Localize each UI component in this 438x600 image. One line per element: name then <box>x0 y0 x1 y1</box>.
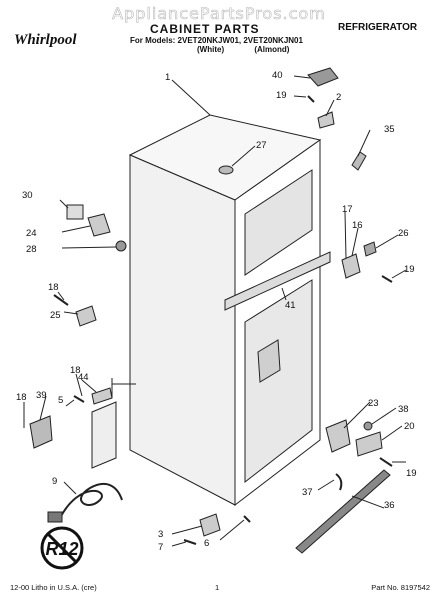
callout-28: 28 <box>26 244 37 255</box>
callout-25: 25 <box>50 310 61 321</box>
callout-6: 6 <box>204 538 209 549</box>
hinge-part-25 <box>75 305 97 327</box>
washer-part-38 <box>363 421 373 431</box>
callout-19-top: 19 <box>276 90 287 101</box>
callout-18-lower: 18 <box>16 392 27 403</box>
r12-badge: R12 <box>40 526 84 570</box>
hinge-part-16 <box>341 253 361 279</box>
watermark: AppliancePartsPros.com <box>112 4 326 24</box>
callout-1: 1 <box>165 72 170 83</box>
power-cord-part-9 <box>59 482 123 519</box>
callout-3: 3 <box>158 529 163 540</box>
freezer-opening <box>244 169 313 276</box>
callout-36: 36 <box>384 500 395 511</box>
callout-35: 35 <box>384 124 395 135</box>
cover-bracket <box>91 401 117 469</box>
footer-litho: 12-00 Litho in U.S.A. (cre) <box>10 583 97 592</box>
color-white: (White) <box>197 45 225 54</box>
crisper-cavity <box>257 339 281 383</box>
bracket-part-24 <box>87 213 111 237</box>
callout-2: 2 <box>336 92 341 103</box>
divider-bar <box>224 251 331 311</box>
callout-7: 7 <box>158 542 163 553</box>
bracket-part-30 <box>66 204 84 220</box>
callout-18-middle: 18 <box>70 365 81 376</box>
color-almond: (Almond) <box>254 45 290 54</box>
callout-24: 24 <box>26 228 37 239</box>
callout-19-bottom: 19 <box>406 468 417 479</box>
bracket-part-20 <box>355 431 383 457</box>
plug-part-27 <box>218 165 234 175</box>
plug <box>47 511 63 523</box>
cabinet-side <box>129 154 236 506</box>
footer-part-number: Part No. 8197542 <box>371 583 430 592</box>
r12-badge-text: R12 <box>45 539 78 559</box>
callout-38: 38 <box>398 404 409 415</box>
part-3 <box>199 513 221 537</box>
callout-18-upper: 18 <box>48 282 59 293</box>
hinge-part-23 <box>325 419 351 453</box>
hinge-part-44 <box>91 387 113 405</box>
callout-40: 40 <box>272 70 283 81</box>
model-numbers: For Models: 2VET20NKJW01, 2VET20NKJN01 <box>130 36 303 45</box>
callout-39: 39 <box>36 390 47 401</box>
washer-part-26 <box>363 241 377 257</box>
clip-part-37 <box>335 473 343 491</box>
callout-19-right: 19 <box>404 264 415 275</box>
callout-26: 26 <box>398 228 409 239</box>
callout-9: 9 <box>52 476 57 487</box>
callout-27: 27 <box>256 140 267 151</box>
category-label: REFRIGERATOR <box>338 22 418 33</box>
callout-16: 16 <box>352 220 363 231</box>
page-title: CABINET PARTS <box>150 22 260 36</box>
callout-20: 20 <box>404 421 415 432</box>
brand-logo: Whirlpool <box>14 32 77 48</box>
color-variants: (White) (Almond) <box>197 45 289 54</box>
callout-30: 30 <box>22 190 33 201</box>
washer-part-28 <box>115 240 127 252</box>
callout-44: 44 <box>78 372 89 383</box>
fresh-food-opening <box>244 279 313 484</box>
callout-17: 17 <box>342 204 353 215</box>
hinge-pin-part-35 <box>351 151 367 171</box>
callout-37: 37 <box>302 487 313 498</box>
callout-5: 5 <box>58 395 63 406</box>
grille-part-36 <box>295 469 391 554</box>
cover-part-40 <box>307 67 339 87</box>
callout-23: 23 <box>368 398 379 409</box>
callout-41: 41 <box>285 300 296 311</box>
cover-part-39 <box>29 415 53 449</box>
footer-page-number: 1 <box>215 583 220 592</box>
hinge-part-2 <box>317 111 335 129</box>
